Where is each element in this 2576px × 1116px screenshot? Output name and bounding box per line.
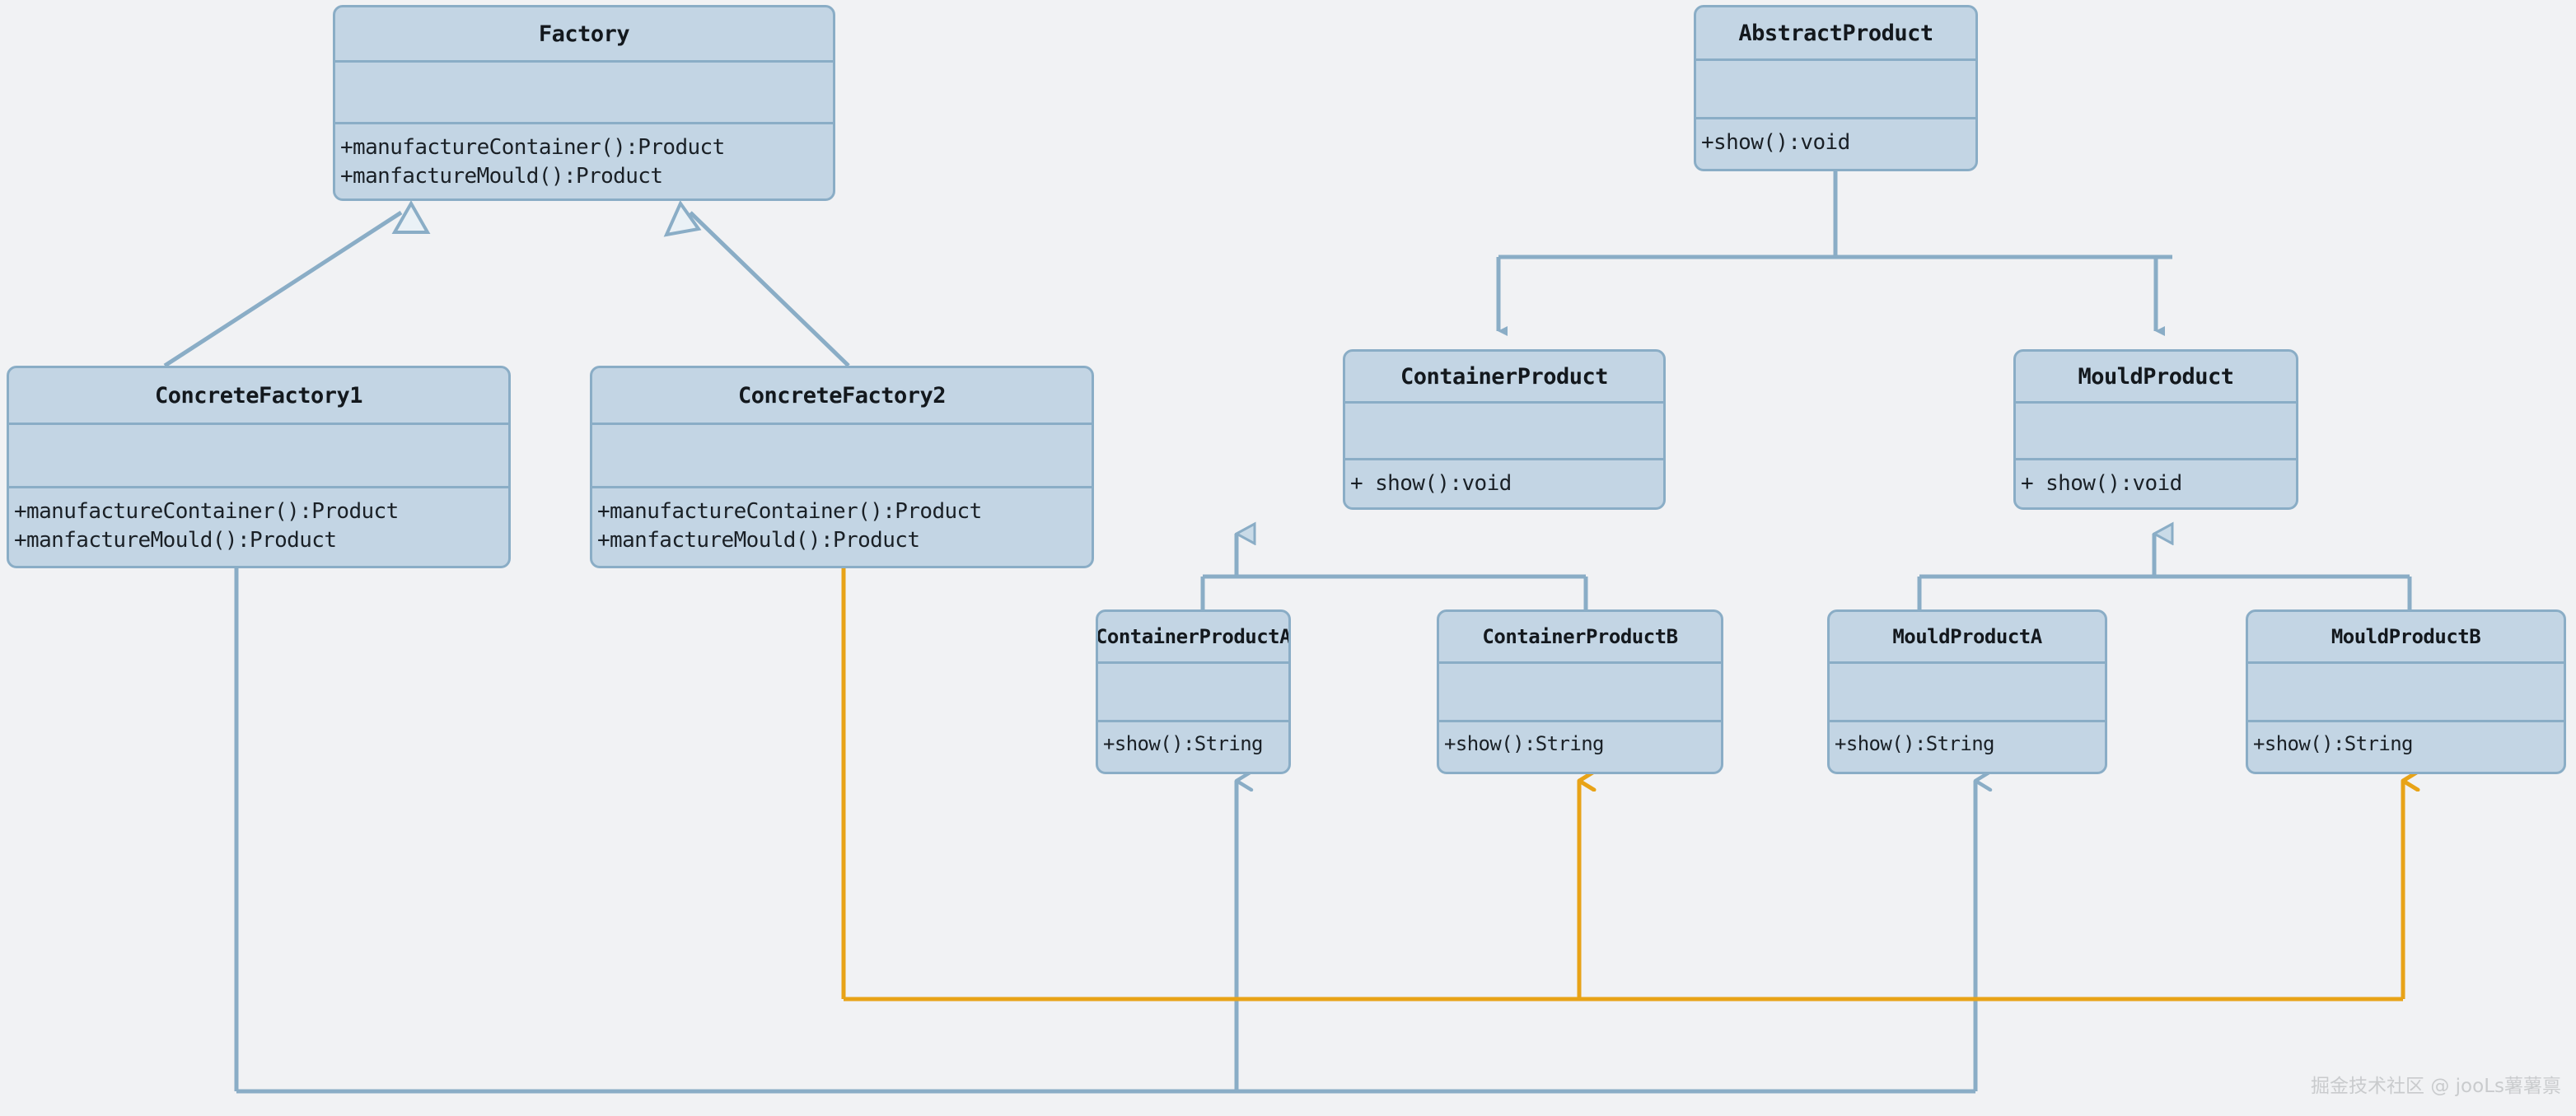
class-separator (592, 486, 1092, 488)
class-operations-concretefactory1: +manufactureContainer():Product +manfact… (9, 488, 508, 566)
line-concretefactory1-to-factory (163, 199, 431, 368)
class-operations-mouldproducta: +show():String (1830, 722, 2105, 772)
class-separator (1098, 720, 1288, 722)
class-attributes-mouldproductb (2248, 664, 2564, 720)
class-box-concretefactory2[interactable]: ConcreteFactory2 +manufactureContainer()… (590, 366, 1094, 568)
class-separator (335, 122, 833, 124)
operation-row: +show():String (1444, 732, 1604, 755)
class-attributes-containerproductb (1439, 664, 1721, 720)
line-containerproducts-to-containerproduct (1200, 534, 1588, 609)
class-separator (1830, 720, 2105, 722)
class-attributes-factory (335, 63, 833, 122)
class-title-abstractproduct: AbstractProduct (1738, 20, 1933, 46)
class-box-containerproduct[interactable]: ContainerProduct + show():void (1343, 349, 1666, 510)
line-mouldproducts-to-mouldproduct (1917, 534, 2412, 609)
class-attributes-abstractproduct (1696, 61, 1975, 117)
class-separator (9, 423, 508, 425)
line-abstractproduct-to-products (1496, 171, 2172, 336)
line-concretefactory2-to-factory (663, 199, 850, 367)
class-separator (1345, 401, 1663, 404)
operation-row: +manfactureMould():Product (597, 527, 920, 553)
class-separator (2016, 401, 2296, 404)
class-separator (2248, 720, 2564, 722)
class-title-mouldproductb: MouldProductB (2331, 625, 2481, 648)
class-separator (1696, 58, 1975, 61)
class-title-containerproductb: ContainerProductB (1482, 625, 1678, 648)
operation-row: +manufactureContainer():Product (597, 499, 982, 524)
class-operations-concretefactory2: +manufactureContainer():Product +manfact… (592, 488, 1092, 566)
class-title-concretefactory2: ConcreteFactory2 (737, 382, 947, 409)
class-box-containerproductb[interactable]: ContainerProductB +show():String (1437, 609, 1723, 774)
class-title-containerproduct: ContainerProduct (1400, 363, 1609, 390)
class-title-factory: Factory (538, 21, 630, 47)
class-box-mouldproduct[interactable]: MouldProduct + show():void (2013, 349, 2298, 510)
class-title-concretefactory1: ConcreteFactory1 (154, 382, 363, 409)
class-operations-factory: +manufactureContainer():Product +manfact… (335, 124, 833, 198)
class-box-concretefactory1[interactable]: ConcreteFactory1 +manufactureContainer()… (7, 366, 511, 568)
class-title-mouldproduct: MouldProduct (2078, 363, 2234, 390)
operation-row: +manfactureMould():Product (14, 527, 337, 553)
class-operations-mouldproductb: +show():String (2248, 722, 2564, 772)
class-operations-containerproduct: + show():void (1345, 460, 1663, 507)
class-title-mouldproducta: MouldProductA (1892, 625, 2042, 648)
operation-row: +show():void (1701, 130, 1850, 155)
class-box-factory[interactable]: Factory +manufactureContainer():Product … (333, 5, 835, 201)
class-separator (2016, 458, 2296, 460)
class-separator (1439, 661, 1721, 664)
operation-row: +show():String (2253, 732, 2413, 755)
class-separator (1696, 117, 1975, 119)
class-separator (335, 60, 833, 63)
operation-row: + show():void (2021, 471, 2182, 496)
class-operations-containerproductb: +show():String (1439, 722, 1721, 772)
class-box-mouldproductb[interactable]: MouldProductB +show():String (2246, 609, 2566, 774)
operation-row: +manufactureContainer():Product (14, 499, 399, 524)
class-attributes-mouldproduct (2016, 404, 2296, 458)
class-separator (1830, 661, 2105, 664)
operation-row: +show():String (1835, 732, 1994, 755)
operation-row: + show():void (1350, 471, 1512, 496)
class-attributes-mouldproducta (1830, 664, 2105, 720)
class-operations-mouldproduct: + show():void (2016, 460, 2296, 507)
class-box-abstractproduct[interactable]: AbstractProduct +show():void (1694, 5, 1978, 171)
operation-row: +manufactureContainer():Product (340, 135, 725, 160)
operation-row: +show():String (1103, 732, 1263, 755)
class-separator (1439, 720, 1721, 722)
class-separator (1345, 458, 1663, 460)
watermark-text: 掘金技术社区 @ jooLs薯薯禀 (2311, 1076, 2561, 1097)
class-box-containerproducta[interactable]: ContainerProductA +show():String (1096, 609, 1291, 774)
class-attributes-containerproducta (1098, 664, 1288, 720)
class-attributes-concretefactory2 (592, 425, 1092, 486)
class-title-containerproducta: ContainerProductA (1096, 625, 1291, 648)
class-box-mouldproducta[interactable]: MouldProductA +show():String (1827, 609, 2107, 774)
class-operations-containerproducta: +show():String (1098, 722, 1288, 772)
class-separator (2248, 661, 2564, 664)
class-separator (9, 486, 508, 488)
class-attributes-containerproduct (1345, 404, 1663, 458)
class-operations-abstractproduct: +show():void (1696, 119, 1975, 169)
class-attributes-concretefactory1 (9, 425, 508, 486)
class-separator (592, 423, 1092, 425)
class-separator (1098, 661, 1288, 664)
operation-row: +manfactureMould():Product (340, 163, 663, 189)
